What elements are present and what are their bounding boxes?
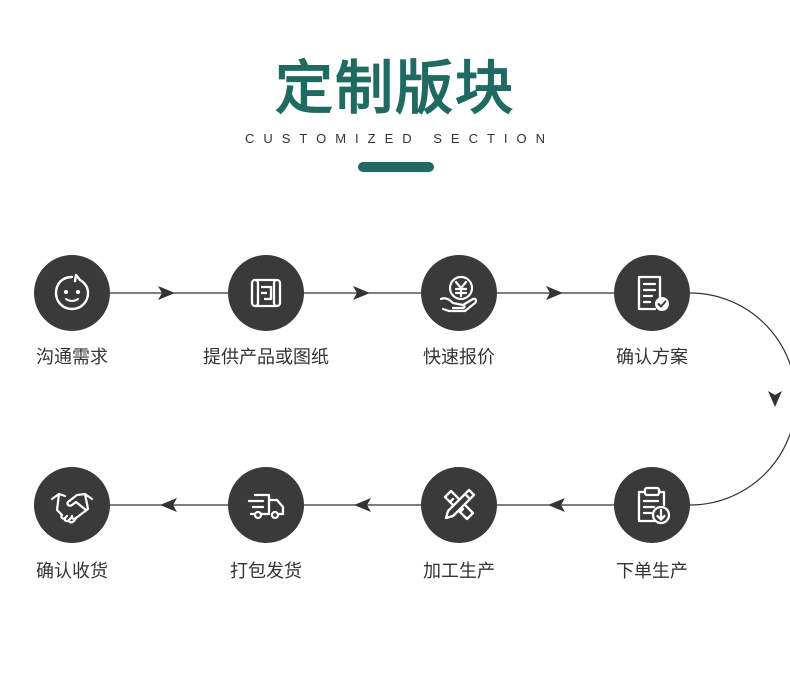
arrow-right-icon [353,286,370,300]
arrow-left-icon [548,498,565,512]
step-label: 沟通需求 [36,347,108,368]
title-underline-bar [358,162,434,172]
handshake-icon [50,492,94,524]
step-label: 确认方案 [616,347,688,368]
arrow-right-icon [546,286,563,300]
step-label: 快速报价 [423,347,495,368]
step-confirm-plan [614,255,690,331]
blueprint-scroll-icon [250,278,282,308]
ruler-pencil-icon [443,488,476,521]
chat-bubble-icon [54,273,90,311]
step-provide-drawings [228,255,304,331]
step-quick-quote [421,255,497,331]
page-subtitle: CUSTOMIZED SECTION [244,131,555,146]
step-processing [421,467,497,543]
arrow-left-icon [354,498,371,512]
arrow-left-icon [160,498,177,512]
step-confirm-receipt [34,467,110,543]
checklist-document-icon [637,275,669,311]
yen-hand-icon [439,275,478,313]
page-title: 定制版块 [274,54,515,122]
step-label: 确认收货 [36,561,108,582]
delivery-truck-icon [247,493,285,520]
step-place-order [614,467,690,543]
step-label: 提供产品或图纸 [203,347,329,368]
step-label: 打包发货 [230,561,302,582]
arrow-down-icon [768,391,782,407]
step-label: 下单生产 [616,561,688,582]
step-pack-ship [228,467,304,543]
step-communicate-needs [34,255,110,331]
step-label: 加工生产 [423,561,495,582]
clipboard-download-icon [637,486,671,525]
arrow-right-icon [158,286,175,300]
connector-4-5-curve [689,292,790,506]
